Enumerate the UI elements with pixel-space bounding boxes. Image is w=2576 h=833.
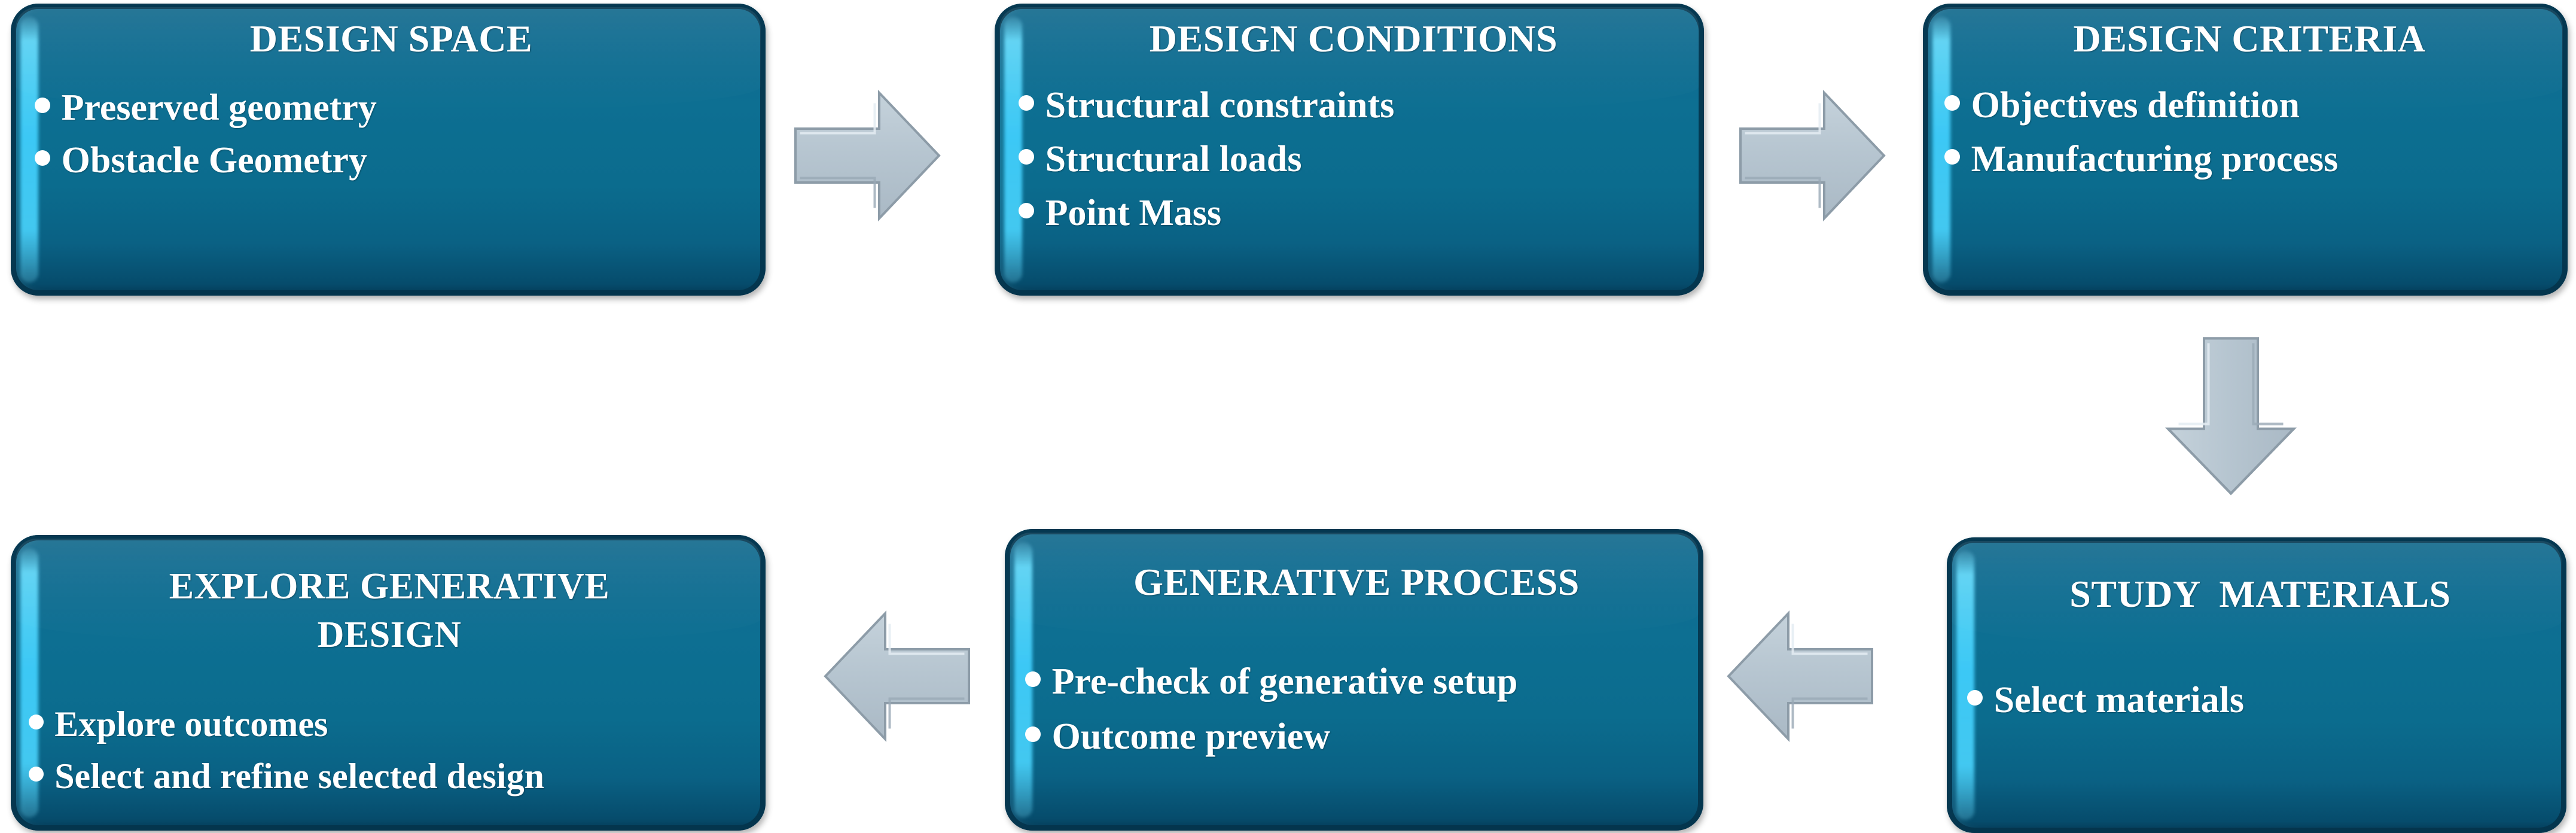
node-study-materials-content: STUDY MATERIALS Select materials xyxy=(1947,537,2566,833)
node-explore-generative-design-content: EXPLORE GENERATIVE DESIGN Explore outcom… xyxy=(11,535,766,831)
node-design-conditions[interactable]: DESIGN CONDITIONS Structural constraints… xyxy=(995,4,1704,296)
node-design-criteria-title: DESIGN CRITERIA xyxy=(2073,17,2426,60)
node-explore-generative-design[interactable]: EXPLORE GENERATIVE DESIGN Explore outcom… xyxy=(11,535,766,831)
bullet-text: Obstacle Geometry xyxy=(61,140,367,181)
bullet-text: Structural loads xyxy=(1045,138,1302,180)
list-item: Outcome preview xyxy=(1025,710,1688,765)
list-item: Structural loads xyxy=(1019,133,1688,187)
node-study-materials[interactable]: STUDY MATERIALS Select materials xyxy=(1947,537,2566,833)
bullet-dot-icon xyxy=(1019,202,1035,218)
arrow-right-icon xyxy=(792,90,942,221)
bullet-text: Objectives definition xyxy=(1971,85,2300,126)
node-design-criteria-bullets: Objectives definition Manufacturing proc… xyxy=(1944,79,2554,187)
bullet-dot-icon xyxy=(1967,689,1983,706)
arrow-left-icon xyxy=(822,610,972,742)
list-item: Manufacturing process xyxy=(1944,133,2554,187)
bullet-text: Pre-check of generative setup xyxy=(1051,661,1518,702)
bullet-text: Explore outcomes xyxy=(54,704,328,744)
node-explore-generative-design-title: EXPLORE GENERATIVE DESIGN xyxy=(169,566,610,655)
node-study-materials-title: STUDY MATERIALS xyxy=(2069,573,2451,615)
bullet-text: Manufacturing process xyxy=(1971,138,2339,180)
bullet-dot-icon xyxy=(1944,95,1961,111)
bullet-text: Structural constraints xyxy=(1045,85,1395,126)
list-item: Select materials xyxy=(1967,674,2553,728)
arrow-left-icon xyxy=(1726,610,1875,742)
node-design-conditions-content: DESIGN CONDITIONS Structural constraints… xyxy=(995,4,1704,296)
bullet-text: Select materials xyxy=(1993,680,2244,720)
node-explore-generative-design-bullets: Explore outcomes Select and refine selec… xyxy=(29,698,750,802)
node-design-space-bullets: Preserved geometry Obstacle Geometry xyxy=(35,81,748,187)
node-design-criteria-content: DESIGN CRITERIA Objectives definition Ma… xyxy=(1923,4,2568,296)
bullet-text: Select and refine selected design xyxy=(54,756,544,796)
bullet-dot-icon xyxy=(1025,726,1041,742)
node-generative-process-content: GENERATIVE PROCESS Pre-check of generati… xyxy=(1005,529,1703,831)
bullet-dot-icon xyxy=(1019,148,1035,165)
bullet-dot-icon xyxy=(1944,148,1961,165)
node-design-conditions-title: DESIGN CONDITIONS xyxy=(1149,17,1558,60)
node-design-space-content: DESIGN SPACE Preserved geometry Obstacle… xyxy=(11,4,766,296)
bullet-text: Point Mass xyxy=(1045,192,1222,233)
list-item: Explore outcomes xyxy=(29,698,750,750)
node-generative-process-bullets: Pre-check of generative setup Outcome pr… xyxy=(1025,655,1688,765)
list-item: Select and refine selected design xyxy=(29,750,750,802)
node-generative-process-title: GENERATIVE PROCESS xyxy=(1133,561,1580,603)
arrow-down-icon xyxy=(2165,335,2297,497)
bullet-dot-icon xyxy=(29,715,44,730)
list-item: Objectives definition xyxy=(1944,79,2554,133)
node-generative-process[interactable]: GENERATIVE PROCESS Pre-check of generati… xyxy=(1005,529,1703,831)
node-study-materials-bullets: Select materials xyxy=(1967,674,2553,728)
list-item: Point Mass xyxy=(1019,187,1688,241)
node-design-space[interactable]: DESIGN SPACE Preserved geometry Obstacle… xyxy=(11,4,766,296)
node-design-conditions-bullets: Structural constraints Structural loads … xyxy=(1019,79,1688,241)
arrow-right-icon xyxy=(1737,90,1887,221)
bullet-dot-icon xyxy=(29,767,44,782)
bullet-dot-icon xyxy=(35,150,51,166)
bullet-dot-icon xyxy=(1019,95,1035,111)
list-item: Structural constraints xyxy=(1019,79,1688,133)
list-item: Preserved geometry xyxy=(35,81,748,134)
bullet-text: Preserved geometry xyxy=(61,87,377,128)
node-design-criteria[interactable]: DESIGN CRITERIA Objectives definition Ma… xyxy=(1923,4,2568,296)
bullet-dot-icon xyxy=(35,97,51,113)
bullet-text: Outcome preview xyxy=(1051,716,1331,757)
node-design-space-title: DESIGN SPACE xyxy=(249,17,533,60)
list-item: Obstacle Geometry xyxy=(35,134,748,187)
bullet-dot-icon xyxy=(1025,671,1041,687)
list-item: Pre-check of generative setup xyxy=(1025,655,1688,710)
